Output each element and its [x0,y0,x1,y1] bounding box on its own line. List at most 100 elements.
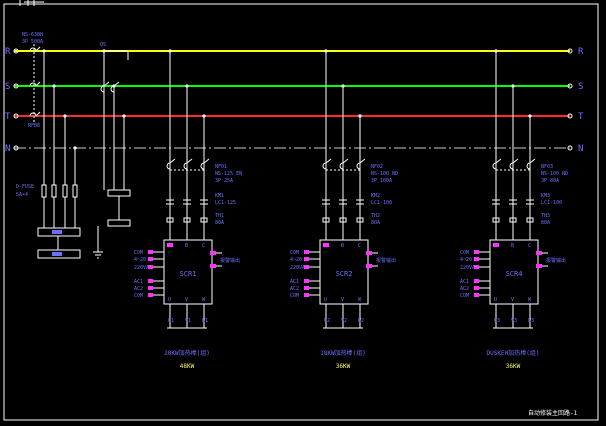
load-name: DUSKEH加热棒(组) [487,349,540,357]
breaker-contact [526,158,536,170]
scr-signal-terminal [493,243,499,247]
breaker-type: NS-100 ND [541,171,568,177]
scr-polarity: - [167,250,170,256]
scr-input-label: 220VAC [460,265,478,271]
scr-input-terminal [304,293,309,297]
alarm-output-label: 报警输出 [220,257,240,264]
scr-input-label: 220VAC [290,265,308,271]
relay-label: TH3 [541,213,550,219]
scr-terminal-bottom: W [202,297,206,303]
alarm-terminal [536,251,542,255]
contactor-model: LC1-100 [371,200,392,206]
load-power: 36KW [506,363,521,370]
scr-signal-terminal [323,243,329,247]
breaker-contact [183,158,193,170]
scr-input-terminal [304,250,309,254]
scr-input-terminal [474,286,479,290]
scr-terminal-bottom: U [168,297,171,303]
contactor-model: LC1-100 [541,200,562,206]
contactor-contact [509,199,517,205]
scr-terminal-bottom: U [494,297,497,303]
scr-input-label: AC2 [290,286,299,292]
junction-dot [528,114,532,118]
scr-terminal-top: C [358,243,361,249]
scr-terminal-bottom: W [528,297,532,303]
scr-input-label: AC1 [134,279,143,285]
scr-polarity: - [323,250,326,256]
bus-label-left: R [5,47,11,57]
scr-input-label: COM [134,293,143,299]
main-breaker-s [29,81,41,87]
drawing-title: 自动修装主回路-1 [528,409,578,417]
scr-input-label: COM [460,293,469,299]
contactor-contact [200,199,208,205]
output-terminal-label: U1 [168,318,174,324]
output-terminal-label: W1 [202,318,208,324]
scr-input-label: 4~20 [290,257,302,263]
contactor-contact [526,199,534,205]
output-terminal-label: V1 [185,318,191,324]
breaker-spec: 3P 80A [541,178,559,184]
breaker-contact [166,158,176,170]
breaker-model: NF01 [215,164,227,170]
scr-terminal-bottom: W [358,297,362,303]
scr-input-label: 220VAC [134,265,152,271]
junction-dot [73,146,77,150]
scr-input-terminal [304,279,309,283]
output-terminal-label: U3 [494,318,500,324]
junction-dot [185,84,189,88]
bus-terminal [567,48,573,54]
overload-relay [492,217,500,223]
bus-label-right: S [578,82,583,92]
load-power: 36KW [336,363,351,370]
relay-label: TH2 [371,213,380,219]
scr-input-terminal [304,265,309,269]
output-terminal-label: U2 [324,318,330,324]
scr-input-label: COM [460,250,469,256]
bus-terminal [13,113,19,119]
scr-input-label: AC1 [290,279,299,285]
junction-dot [494,49,498,53]
bus-label-left: T [5,112,11,122]
scr-input-label: AC2 [460,286,469,292]
scr-input-label: COM [290,293,299,299]
contactor-contact [322,199,330,205]
scr-module [319,239,369,305]
meter-indicator [52,230,62,234]
overload-relay [509,217,517,223]
breaker-model: NF03 [541,164,553,170]
contactor-label: KM2 [371,193,380,199]
junction-dot [63,114,67,118]
scr-input-terminal [148,250,153,254]
contactor-contact [183,199,191,205]
junction-dot [358,114,362,118]
contactor-contact [339,199,347,205]
alarm-terminal [536,264,542,268]
scr-input-terminal [148,286,153,290]
contactor-contact [166,199,174,205]
control-breaker-label: QS [100,42,106,48]
bus-terminal [13,145,19,151]
output-terminal-label: V2 [341,318,347,324]
scr-input-terminal [148,265,153,269]
scr-terminal-bottom: U [324,297,327,303]
breaker-contact [509,158,519,170]
bus-label-right: R [578,47,584,57]
scr-input-label: COM [290,250,299,256]
bus-label-right: N [578,144,583,154]
overload-relay [526,217,534,223]
junction-dot [341,84,345,88]
breaker-contact [339,158,349,170]
junction-dot [122,114,126,118]
scr-input-terminal [148,293,153,297]
breaker-type: NS-125 EN [215,171,242,177]
scr-input-terminal [304,286,309,290]
control-relay [107,219,131,227]
bus-terminal [567,145,573,151]
contactor-label: KM1 [215,193,224,199]
junction-dot [168,49,172,53]
junction-dot [511,84,515,88]
fuse-label: D-FUSE [16,184,34,190]
bus-label-left: N [5,144,10,154]
